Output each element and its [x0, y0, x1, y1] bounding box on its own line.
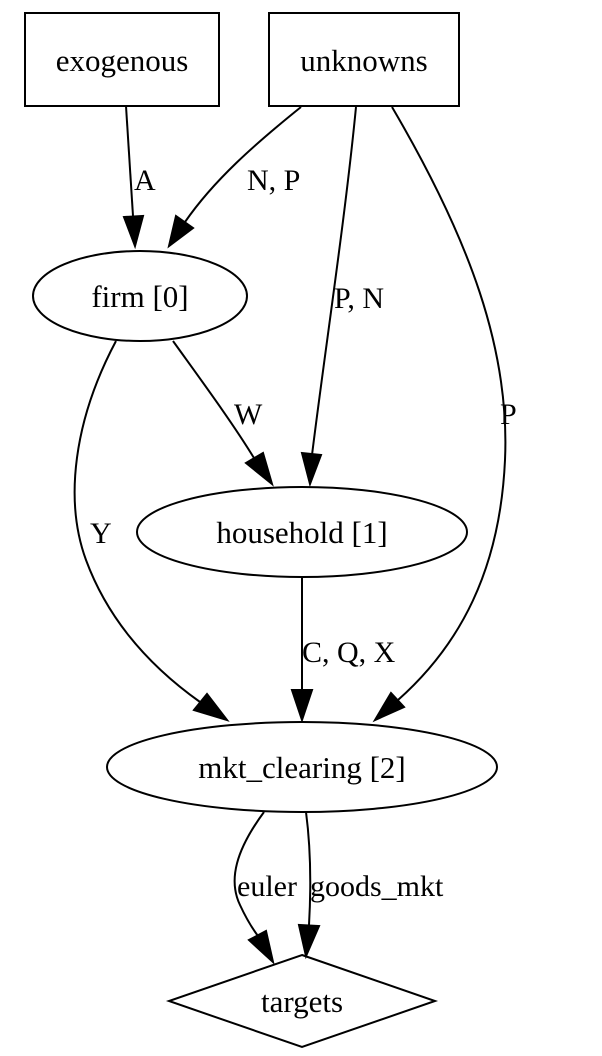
- arrowhead: [167, 214, 195, 249]
- arrowhead: [300, 451, 323, 488]
- edge-label-w: W: [234, 398, 263, 431]
- edge-mkt-clearing-targets-euler: euler: [233, 811, 297, 965]
- edge-label-p-n: P, N: [334, 282, 384, 315]
- node-targets: targets: [165, 953, 439, 1049]
- edge-unknowns-mkt-clearing: P: [372, 106, 517, 723]
- node-mkt-clearing: mkt_clearing [2]: [106, 721, 498, 813]
- node-exogenous: exogenous: [24, 12, 220, 107]
- node-firm: firm [0]: [32, 250, 248, 342]
- edge-mkt-clearing-targets-goods: goods_mkt: [297, 811, 444, 960]
- edge-label-euler: euler: [237, 870, 297, 903]
- node-mkt-clearing-label: mkt_clearing [2]: [198, 750, 405, 785]
- arrowhead: [122, 214, 145, 250]
- arrowhead: [247, 929, 275, 965]
- edge-label-c-q-x: C, Q, X: [302, 636, 396, 669]
- edge-household-mkt-clearing: C, Q, X: [290, 577, 396, 724]
- edge-exogenous-firm: A: [122, 105, 156, 250]
- node-exogenous-label: exogenous: [56, 43, 189, 78]
- arrowhead: [244, 451, 274, 487]
- edge-unknowns-household: P, N: [300, 106, 384, 488]
- edge-unknowns-firm: N, P: [167, 106, 302, 249]
- edge-firm-mkt-clearing: Y: [73, 340, 230, 722]
- edge-firm-household: W: [172, 340, 274, 487]
- node-unknowns: unknowns: [268, 12, 460, 107]
- edge-label-p: P: [500, 398, 517, 431]
- node-targets-label: targets: [261, 984, 343, 1019]
- edge-label-y: Y: [90, 517, 112, 550]
- node-firm-label: firm [0]: [91, 279, 188, 314]
- node-household: household [1]: [136, 486, 468, 578]
- node-household-label: household [1]: [216, 515, 387, 550]
- arrowhead: [192, 692, 230, 722]
- arrowhead: [297, 923, 321, 960]
- arrowhead: [290, 689, 314, 724]
- node-unknowns-label: unknowns: [300, 43, 427, 78]
- edge-label-goods-mkt: goods_mkt: [310, 870, 444, 903]
- arrowhead: [372, 691, 406, 723]
- edge-label-a: A: [134, 164, 156, 197]
- edge-label-n-p: N, P: [247, 164, 300, 197]
